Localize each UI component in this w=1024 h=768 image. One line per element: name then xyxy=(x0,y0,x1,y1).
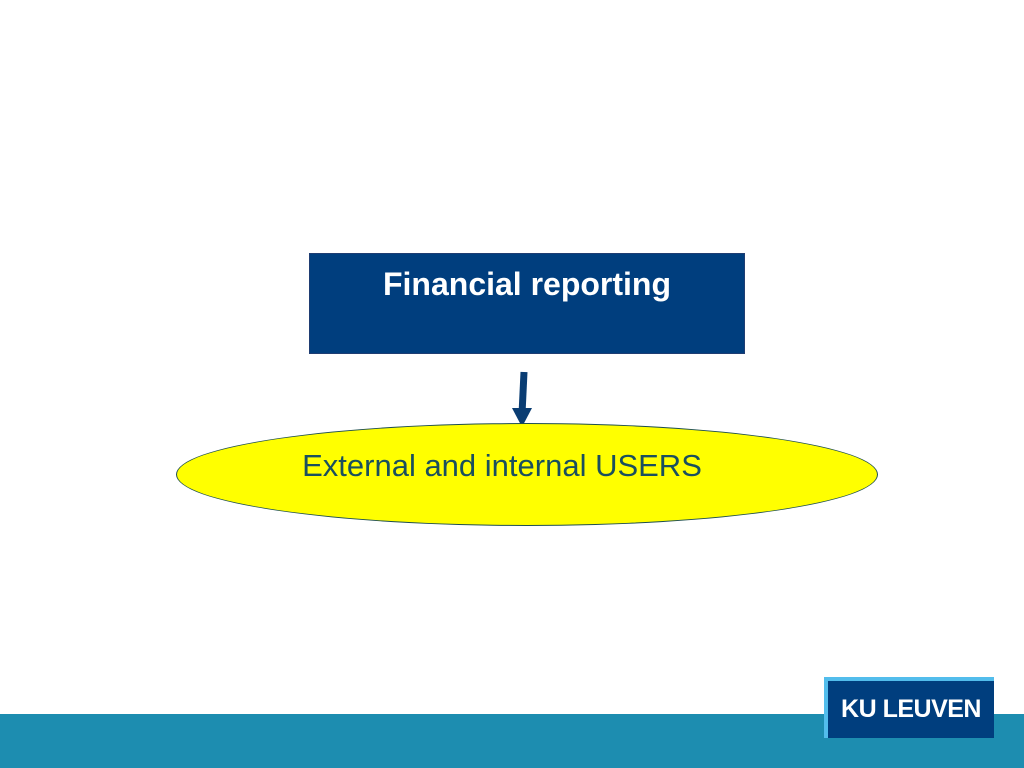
financial-reporting-label: Financial reporting xyxy=(382,266,672,302)
ku-leuven-logo: KU LEUVEN xyxy=(824,677,994,738)
arrow-shaft xyxy=(518,371,528,415)
users-label: External and internal USERS xyxy=(302,448,702,483)
down-arrow xyxy=(512,371,532,427)
arrow-head xyxy=(512,408,532,427)
users-ellipse: External and internal USERS xyxy=(176,423,878,526)
financial-reporting-box: Financial reporting xyxy=(309,253,745,354)
logo-text: KU LEUVEN xyxy=(841,695,981,723)
